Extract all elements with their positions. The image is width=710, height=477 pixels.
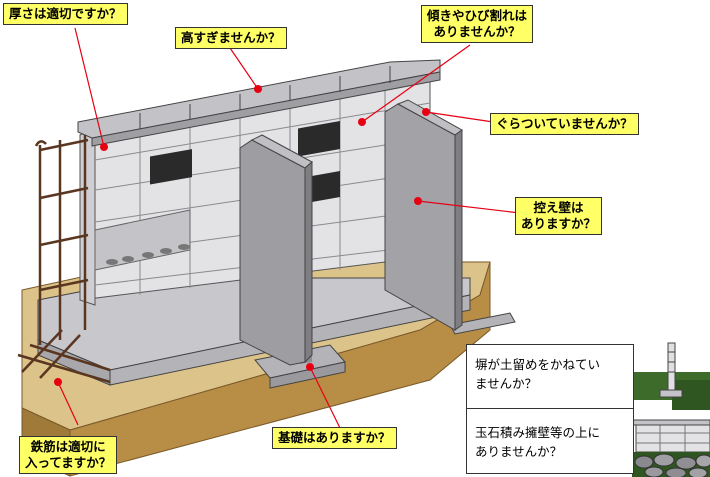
callout-rebar: 鉄筋は適切に 入ってますか？ (19, 436, 118, 474)
callout-wobble-text: ぐらついていませんか？ (496, 116, 633, 131)
callout-cracks: 傾きやひび割れは ありませんか？ (421, 5, 534, 43)
note-stone-line1: 玉石積み擁壁等の上に (475, 425, 601, 440)
note-stone-wall: 玉石積み擁壁等の上に ありませんか？ (466, 408, 634, 474)
inset-stone-wall (631, 419, 710, 477)
note-retaining-wall: 塀が土留めをかねてい ませんか？ (466, 344, 634, 409)
inset-retaining-wall (633, 342, 710, 410)
callout-height-text: 高すぎませんか？ (181, 30, 281, 45)
coping-stones (77, 59, 441, 147)
buttress-walls (239, 99, 463, 366)
callout-buttress: 控え壁は ありますか？ (515, 197, 603, 235)
callout-wobble: ぐらついていませんか？ (490, 113, 639, 135)
note-retaining-line2: ませんか？ (475, 376, 538, 391)
callout-thickness-text: 厚さは適切ですか？ (9, 6, 122, 21)
callout-foundation: 基礎はありますか？ (272, 427, 397, 449)
note-retaining-line1: 塀が土留めをかねてい (475, 357, 601, 372)
callout-thickness: 厚さは適切ですか？ (3, 3, 128, 25)
leader-lines (57, 27, 521, 429)
marker-dots (54, 85, 430, 386)
callout-buttress-line1: 控え壁は (533, 200, 584, 215)
callout-cracks-line2: ありませんか？ (433, 24, 521, 39)
callout-cracks-line1: 傾きやひび割れは (427, 8, 528, 23)
callout-rebar-line1: 鉄筋は適切に (30, 439, 106, 454)
callout-buttress-line2: ありますか？ (521, 216, 597, 231)
callout-height: 高すぎませんか？ (175, 27, 287, 49)
callout-foundation-text: 基礎はありますか？ (278, 430, 391, 445)
note-stone-line2: ありませんか？ (475, 444, 563, 459)
callout-rebar-line2: 入ってますか？ (25, 455, 112, 470)
rebar-cage (17, 135, 111, 384)
